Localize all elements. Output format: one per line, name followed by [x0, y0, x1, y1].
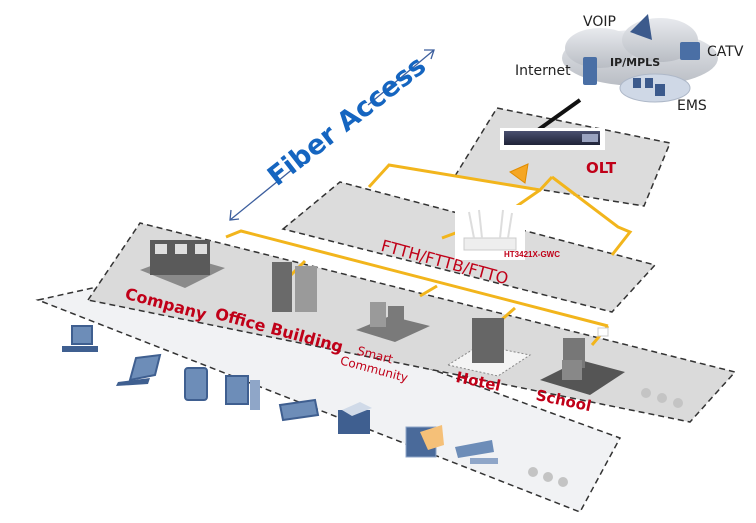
surveillance-camera-icon — [455, 440, 498, 464]
device-model-label: HT3421X-GWC — [504, 250, 561, 259]
olt-device — [500, 128, 605, 150]
olt-layer-panel — [453, 107, 672, 207]
telephone-icon — [278, 398, 320, 422]
voip-icon — [630, 14, 652, 40]
school-building-icon — [540, 327, 625, 395]
ont-router-device — [455, 205, 525, 260]
pda-icon — [184, 367, 208, 401]
catv-icon — [680, 42, 700, 60]
laptop-icon — [116, 353, 162, 386]
cloud-label: IP/MPLS — [610, 56, 661, 69]
more-premises-indicator — [641, 388, 683, 408]
company-building-icon — [140, 240, 225, 288]
service-label-internet: Internet — [515, 63, 571, 79]
hotel-building-icon — [446, 318, 532, 377]
fiber-access-arrow — [229, 49, 435, 221]
internet-router-icon — [583, 57, 597, 85]
more-devices-indicator — [528, 467, 568, 487]
service-label-voip: VOIP — [583, 14, 616, 30]
service-label-ems: EMS — [677, 98, 707, 114]
office-building-icon — [272, 262, 317, 312]
smart-community-icon — [356, 302, 430, 342]
olt-label: OLT — [586, 159, 617, 177]
printer-icon — [338, 402, 372, 434]
optical-splitter-icon — [509, 163, 529, 184]
card-reader-icon — [405, 425, 444, 458]
service-label-catv: CATV — [707, 44, 744, 60]
desktop-pc-icon — [62, 325, 98, 352]
pc-monitor-icon — [225, 375, 260, 410]
ems-servers-icon — [633, 78, 665, 96]
